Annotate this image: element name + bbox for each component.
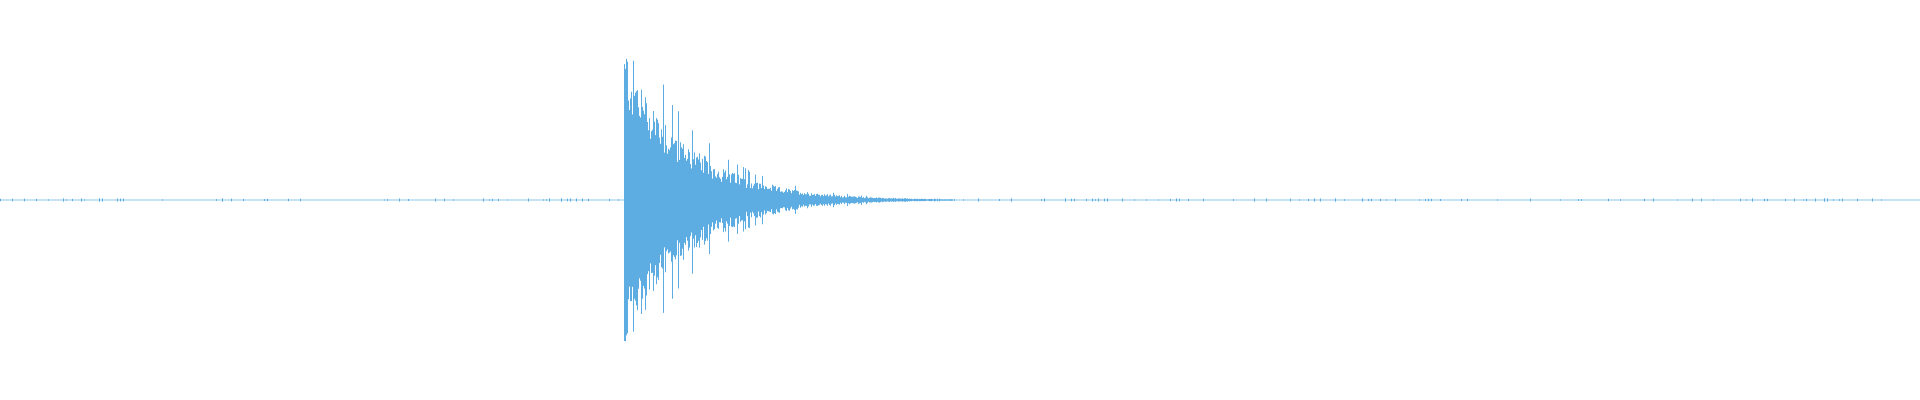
waveform-noise-floor [0, 198, 1882, 202]
waveform-transient [624, 58, 953, 342]
waveform-bars [0, 58, 1882, 342]
